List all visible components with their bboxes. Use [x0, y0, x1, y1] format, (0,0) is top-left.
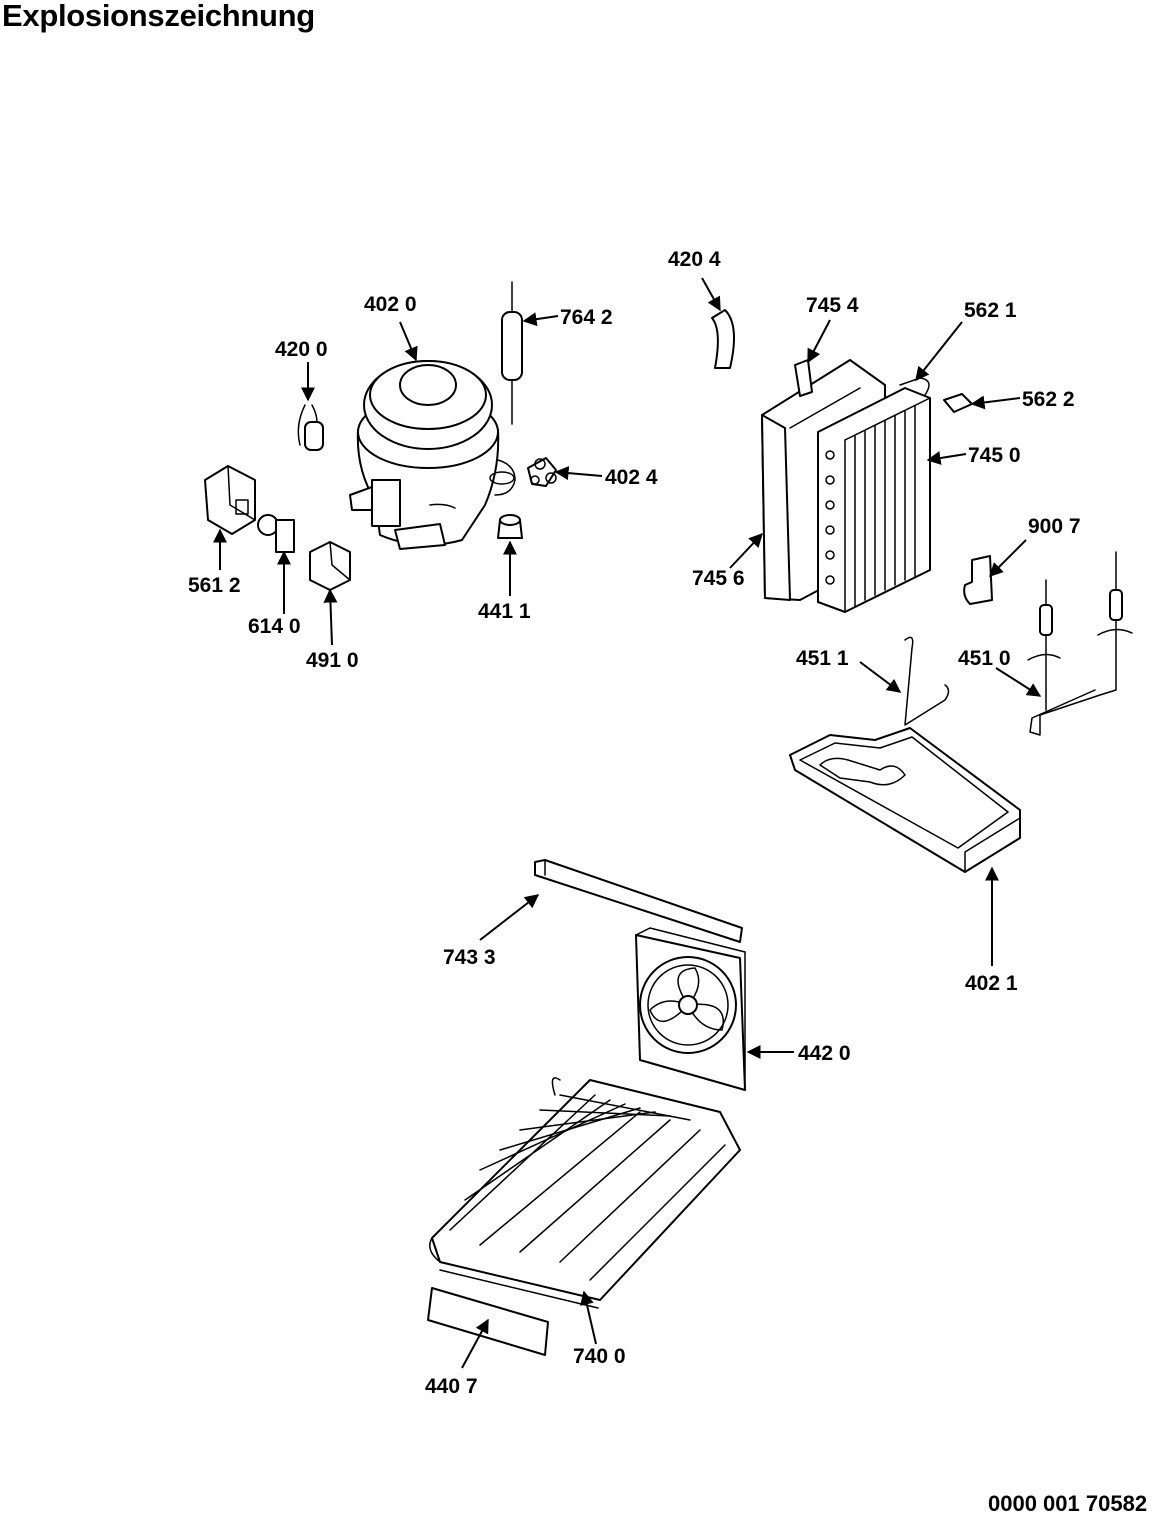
- rubber-foot: [497, 514, 523, 539]
- part-label-4204: 420 4: [668, 248, 721, 271]
- condenser-coil: [429, 1077, 741, 1309]
- part-label-4411: 441 1: [478, 600, 531, 623]
- page-title: Explosionszeichnung: [2, 0, 315, 33]
- capacitor-wire: [297, 404, 324, 451]
- part-label-5612: 561 2: [188, 574, 241, 597]
- sensor-tube: [1027, 551, 1133, 736]
- part-label-5621: 562 1: [964, 299, 1017, 322]
- part-label-7433: 743 3: [443, 946, 496, 969]
- evaporator-fins: [817, 377, 931, 613]
- part-label-7400: 740 0: [573, 1345, 626, 1368]
- sensor-holder: [963, 555, 993, 605]
- heater-wire-clip: [904, 636, 950, 726]
- part-label-4407: 440 7: [425, 1375, 478, 1398]
- part-label-4024: 402 4: [605, 466, 658, 489]
- part-label-4510: 451 0: [958, 647, 1011, 670]
- part-label-7642: 764 2: [560, 306, 613, 329]
- part-label-7456: 745 6: [692, 567, 745, 590]
- grommet-set: [527, 457, 557, 487]
- leader-lines: [213, 277, 1042, 1369]
- part-label-7450: 745 0: [968, 444, 1021, 467]
- hose-piece: [711, 309, 735, 369]
- part-label-4020: 402 0: [364, 293, 417, 316]
- part-label-4420: 442 0: [798, 1042, 851, 1065]
- part-label-7454: 745 4: [806, 294, 859, 317]
- fan-assembly: [635, 927, 746, 1091]
- part-label-4200: 420 0: [275, 338, 328, 361]
- part-label-5622: 562 2: [1022, 388, 1075, 411]
- part-label-9007: 900 7: [1028, 515, 1081, 538]
- compressor: [349, 360, 516, 550]
- drip-tray: [789, 727, 1021, 873]
- starter-block: [309, 541, 351, 591]
- clip-piece: [943, 393, 973, 413]
- part-label-4910: 491 0: [306, 649, 359, 672]
- part-label-4021: 402 1: [965, 972, 1018, 995]
- part-label-4511: 451 1: [796, 647, 849, 670]
- filter-dryer: [501, 281, 523, 425]
- foam-strip: [534, 859, 743, 943]
- part-label-6140: 614 0: [248, 615, 301, 638]
- document-number: 0000 001 70582: [988, 1491, 1148, 1516]
- relay: [204, 465, 256, 535]
- thermal-protector: [257, 514, 295, 553]
